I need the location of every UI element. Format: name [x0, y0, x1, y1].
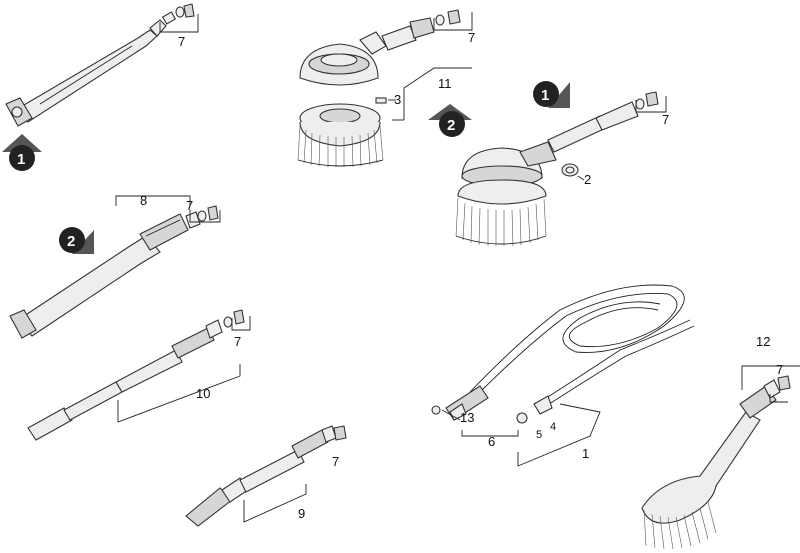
nozzle-lance-9: 7 9: [185, 425, 347, 527]
part-label-5: 5: [536, 429, 542, 441]
part-label-7: 7: [178, 34, 185, 49]
step-badge-2: 2: [59, 227, 94, 254]
step-badge-1: 1: [533, 81, 570, 108]
part-label-1: 1: [582, 446, 589, 461]
part-label-13: 13: [460, 410, 474, 425]
step-badge-2: 2: [428, 104, 472, 137]
part-label-7: 7: [332, 454, 339, 469]
svg-text:2: 2: [447, 117, 455, 134]
wash-brush-right: 7 2: [455, 91, 669, 247]
step-badge-1: 1: [2, 134, 42, 171]
part-label-6: 6: [488, 434, 495, 449]
part-label-7: 7: [468, 30, 475, 45]
part-label-12: 12: [756, 334, 770, 349]
spray-lance-8: 8 7: [9, 193, 221, 339]
part-label-7: 7: [234, 334, 241, 349]
part-label-10: 10: [196, 386, 210, 401]
part-label-7: 7: [776, 362, 783, 377]
part-label-7: 7: [186, 198, 193, 213]
extension-lance-10: 7 10: [27, 309, 251, 441]
part-label-8: 8: [140, 193, 147, 208]
part-label-2: 2: [584, 172, 591, 187]
part-label-7: 7: [662, 112, 669, 127]
spray-lance-top-left: 7: [5, 3, 199, 127]
wash-brush-12: 7 12: [641, 334, 800, 550]
rotating-wash-brush-top: 7 3 11: [297, 9, 475, 168]
part-label-3: 3: [394, 92, 401, 107]
part-label-4: 4: [550, 421, 556, 433]
part-label-11: 11: [438, 76, 452, 91]
part-label-9: 9: [298, 506, 305, 521]
high-pressure-hose: 13 6 5 4 1: [431, 284, 695, 467]
svg-text:1: 1: [17, 151, 25, 168]
svg-text:2: 2: [67, 233, 75, 250]
svg-text:1: 1: [541, 87, 549, 104]
